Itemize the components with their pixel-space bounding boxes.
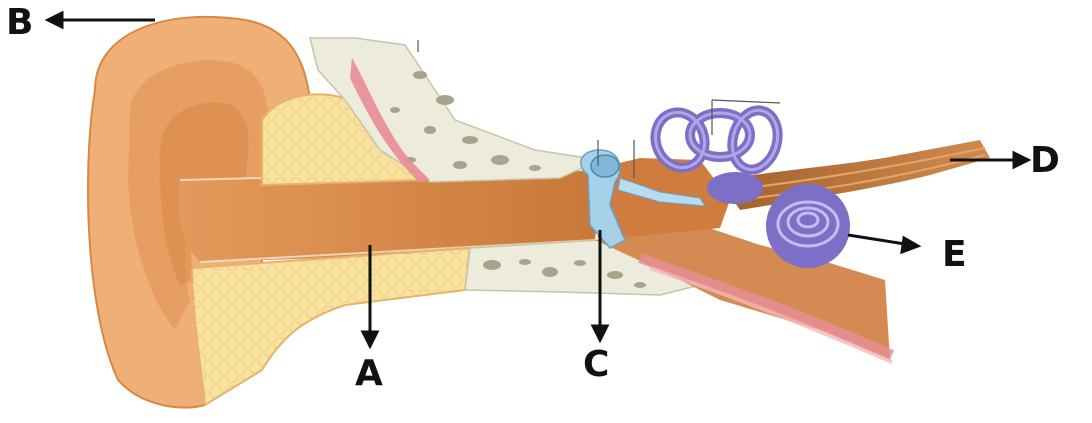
lower-cartilage <box>192 248 470 405</box>
label-a: A <box>355 353 383 394</box>
label-e: E <box>942 234 967 275</box>
auditory-nerve <box>720 140 990 210</box>
arrow-a-head <box>363 332 377 346</box>
arrow-c-head <box>593 326 607 340</box>
label-b: B <box>6 2 33 43</box>
arrow-e <box>848 235 905 244</box>
label-c: C <box>583 344 609 385</box>
arrow-e-head <box>902 238 918 252</box>
arrow-d-head <box>1014 153 1028 167</box>
arrow-b-head <box>48 13 62 27</box>
label-d: D <box>1030 140 1060 181</box>
